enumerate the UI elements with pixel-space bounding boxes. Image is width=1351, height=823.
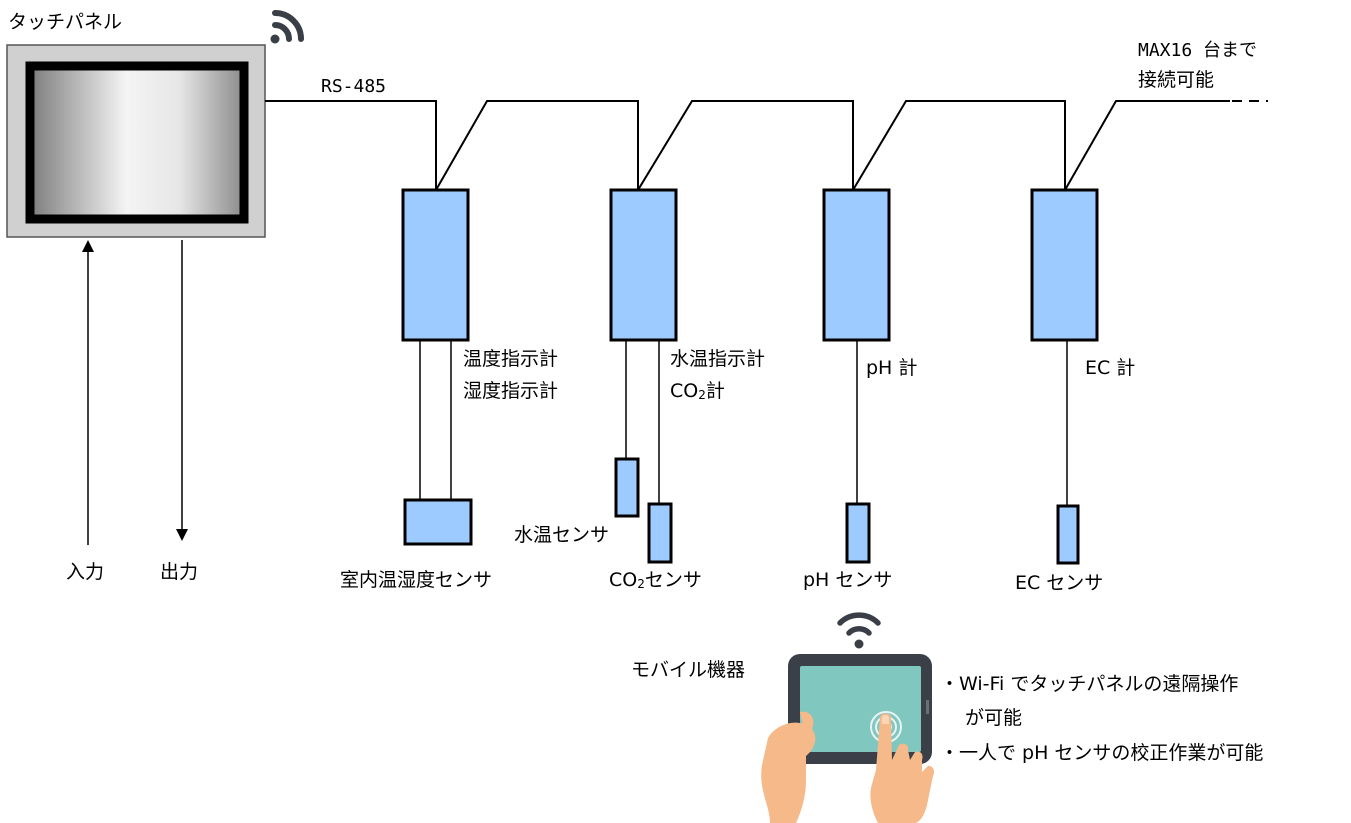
- meter-ph: [822, 188, 891, 342]
- meter-temp-humidity-label-1: 温度指示計: [463, 348, 559, 370]
- meter-ph-label: pH 計: [866, 357, 918, 379]
- touch-panel: [6, 44, 266, 238]
- expansion-note-line1: MAX16 台まで: [1138, 40, 1258, 61]
- meter-temp-humidity: [401, 188, 470, 342]
- tablet-illustration: [761, 654, 935, 823]
- sensor-ec: [1056, 504, 1080, 565]
- expansion-note-line2: 接続可能: [1138, 69, 1215, 91]
- sensor-ec-label: EC センサ: [1015, 572, 1104, 594]
- touch-panel-label: タッチパネル: [8, 11, 123, 33]
- mobile-device-label: モバイル機器: [631, 659, 746, 681]
- co2-sensor-suffix: センサ: [644, 569, 702, 591]
- co2-co: CO: [670, 380, 699, 402]
- mobile-note-1-cont: が可能: [965, 707, 1023, 729]
- mobile-note-1: ・Wi-Fi でタッチパネルの遠隔操作: [940, 673, 1239, 695]
- meter-water-co2: [609, 188, 678, 342]
- co2-sensor-subscript: 2: [637, 577, 645, 591]
- sensor-co2-label: CO2センサ: [609, 569, 702, 593]
- rs485-bus: [265, 100, 1230, 194]
- mobile-note-2: ・一人で pH センサの校正作業が可能: [940, 742, 1264, 764]
- meter-ec: [1030, 188, 1099, 342]
- sensor-ph-label: pH センサ: [803, 569, 893, 591]
- sensor-wires: [419, 340, 1068, 506]
- sensor-water-temp: [614, 457, 640, 518]
- rs485-label: RS-485: [321, 76, 387, 97]
- sensor-room-temp-humidity-label: 室内温湿度センサ: [340, 569, 493, 591]
- co2-sensor-co: CO: [609, 569, 638, 591]
- sensor-co2: [647, 502, 673, 564]
- wifi-icon: [270, 10, 304, 44]
- co2-meter-suffix: 計: [705, 380, 725, 402]
- meter-temp-humidity-label-2: 湿度指示計: [463, 380, 559, 402]
- mobile-wifi-icon: [837, 612, 881, 649]
- sensor-room-temp-humidity: [403, 498, 473, 546]
- meter-water-co2-label-1: 水温指示計: [670, 348, 766, 370]
- meter-ec-label: EC 計: [1085, 357, 1136, 379]
- meter-water-co2-label-2: CO2計: [670, 380, 725, 404]
- input-label: 入力: [66, 561, 105, 583]
- sensor-water-temp-label: 水温センサ: [514, 524, 610, 546]
- sensor-ph: [845, 502, 871, 564]
- co2-subscript: 2: [698, 388, 706, 402]
- output-label: 出力: [160, 561, 199, 583]
